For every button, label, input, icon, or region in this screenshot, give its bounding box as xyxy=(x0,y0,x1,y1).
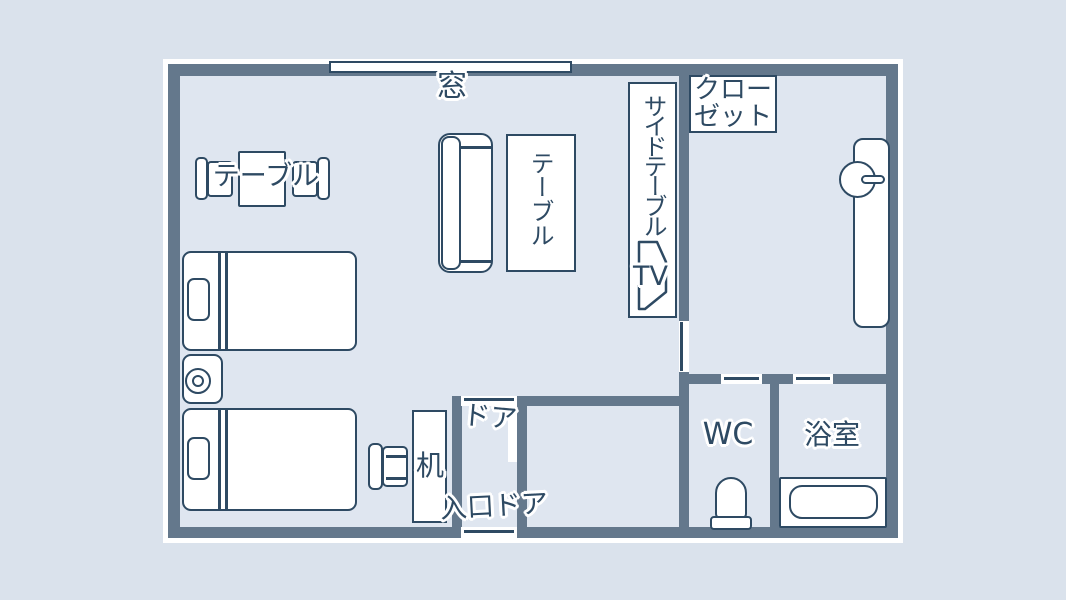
center-table-label: テーブル xyxy=(525,151,554,247)
wall-above-wc-bath xyxy=(689,374,886,384)
wall-above-vestibule xyxy=(452,396,679,406)
side-table-label: サイドテーブル xyxy=(638,94,667,234)
corridor-door-line xyxy=(680,322,683,371)
center-table xyxy=(506,134,576,272)
desk-chair-backrest xyxy=(368,443,383,490)
window-label: 窓 xyxy=(437,69,467,104)
closet-label-line1: クロー xyxy=(693,75,772,105)
dining-chair-right-backrest xyxy=(317,157,330,200)
bed-top xyxy=(182,251,357,351)
wall-vestibule-right xyxy=(517,406,527,527)
wc-door-line xyxy=(724,377,759,380)
closet xyxy=(689,75,777,133)
bed-bottom xyxy=(182,408,357,511)
bed-top-headboard-line-b xyxy=(225,253,228,349)
bed-bottom-headboard-line-b xyxy=(225,410,228,509)
bed-bottom-pillow xyxy=(187,437,210,480)
desk-label: 机 xyxy=(415,449,444,482)
interior-door-line xyxy=(464,398,514,401)
dining-chair-left-seat xyxy=(207,161,233,197)
dining-table-label: テーブル xyxy=(212,161,320,192)
sink-bowl xyxy=(839,161,876,198)
lamp-inner-circle xyxy=(192,375,204,387)
closet-label-line2: ゼット xyxy=(693,102,772,133)
desk-chair-line-top xyxy=(386,455,406,458)
interior-door-label: ドア xyxy=(461,399,519,436)
desk-chair-line-bottom xyxy=(386,477,406,480)
wc-label: WC xyxy=(702,417,754,452)
desk-chair-seat xyxy=(382,446,408,487)
entrance-door-label: 入口ドア xyxy=(439,488,549,525)
bed-bottom-headboard-line-a xyxy=(218,410,221,509)
window xyxy=(329,61,572,73)
wall-wc-bath-divider xyxy=(770,384,779,527)
bathtub-inner xyxy=(789,485,878,519)
bed-top-pillow xyxy=(187,278,210,321)
sofa-backrest xyxy=(441,136,461,270)
dining-table xyxy=(238,151,286,207)
sofa-armrest-line-top xyxy=(460,146,491,149)
interior-door-leaf xyxy=(508,404,517,462)
faucet xyxy=(861,175,885,184)
tv-icon xyxy=(637,240,668,311)
tv-label: TV xyxy=(633,261,668,292)
entrance-door-line xyxy=(464,530,514,533)
outer-wall-bottom xyxy=(168,527,898,538)
bathroom-label: 浴室 xyxy=(803,418,860,451)
interior-door-opening xyxy=(461,396,517,406)
bed-top-headboard-line-a xyxy=(218,253,221,349)
toilet-bowl xyxy=(715,477,747,519)
closet-label: クロー ゼット xyxy=(689,75,777,133)
wall-vestibule-left xyxy=(452,406,462,527)
bath-door-line xyxy=(796,377,830,380)
corridor-door-opening xyxy=(679,321,689,372)
wall-main-corridor xyxy=(679,76,689,527)
desk xyxy=(412,410,447,523)
outer-wall-left xyxy=(168,64,180,538)
sofa-armrest-line-bottom xyxy=(460,260,491,263)
toilet-base xyxy=(710,516,752,530)
